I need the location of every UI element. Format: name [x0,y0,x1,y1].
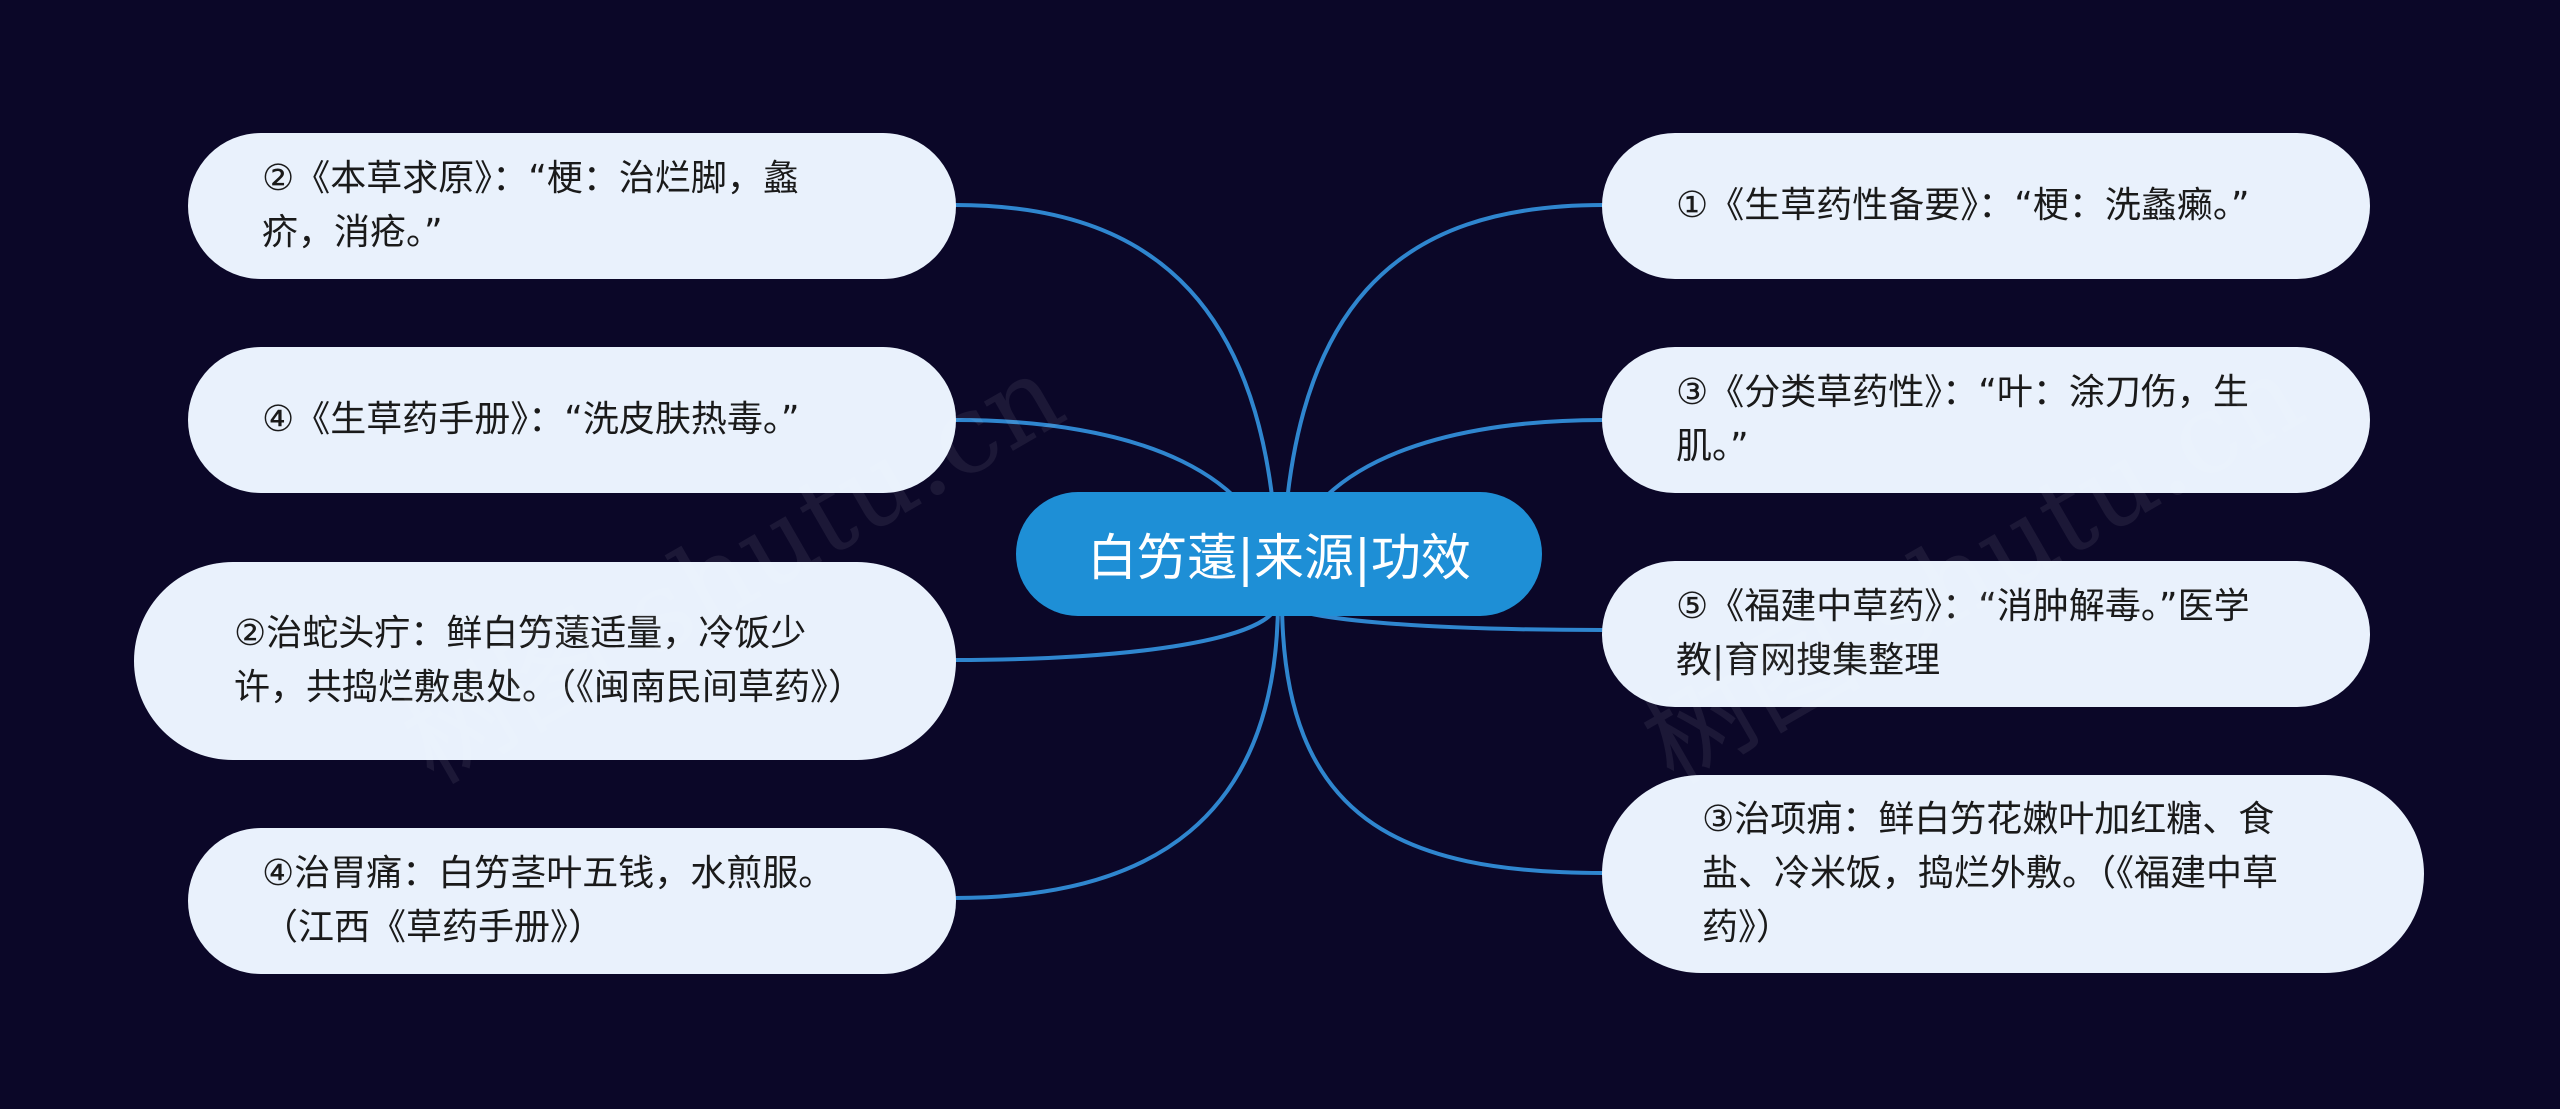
topic-node-left-1-text: ②《本草求原》：“梗：治烂脚，蠡疥，消疮。” [262,158,799,253]
topic-node-left-3[interactable]: ②治蛇头疔：鲜白竻薳适量，冷饭少许，共捣烂敷患处。（《闽南民间草药》） [134,562,956,760]
topic-node-right-4[interactable]: ③治项痈：鲜白竻花嫩叶加红糖、食盐、冷米饭，捣烂外敷。（《福建中草药》） [1602,775,2424,973]
topic-node-right-1-text: ①《生草药性备要》：“梗：洗蠡癞。” [1676,185,2250,226]
topic-node-left-3-text: ②治蛇头疔：鲜白竻薳适量，冷饭少许，共捣烂敷患处。（《闽南民间草药》） [234,613,865,708]
connector-right-1 [1280,203,1605,602]
central-topic[interactable]: 白竻薳|来源|功效 [1016,492,1542,616]
connector-left-1 [953,203,1280,602]
topic-node-right-1[interactable]: ①《生草药性备要》：“梗：洗蠡癞。” [1602,133,2370,279]
topic-node-left-1[interactable]: ②《本草求原》：“梗：治烂脚，蠡疥，消疮。” [188,133,956,279]
topic-node-left-2[interactable]: ④《生草药手册》：“洗皮肤热毒。” [188,347,956,493]
topic-node-right-2-text: ③《分类草药性》：“叶：涂刀伤，生肌。” [1676,372,2249,467]
topic-node-right-4-text: ③治项痈：鲜白竻花嫩叶加红糖、食盐、冷米饭，捣烂外敷。（《福建中草药》） [1702,799,2279,948]
topic-node-left-4[interactable]: ④治胃痛：白竻茎叶五钱，水煎服。（江西《草药手册》） [188,828,956,974]
connector-right-4 [1280,598,1605,875]
topic-node-right-3[interactable]: ⑤《福建中草药》：“消肿解毒。”医学教|育网搜集整理 [1602,561,2370,707]
topic-node-left-4-text: ④治胃痛：白竻茎叶五钱，水煎服。（江西《草药手册》） [262,853,835,948]
connector-left-4 [953,598,1280,900]
central-topic-label: 白竻薳|来源|功效 [1087,529,1471,587]
topic-node-left-2-text: ④《生草药手册》：“洗皮肤热毒。” [262,399,800,440]
topic-node-right-2[interactable]: ③《分类草药性》：“叶：涂刀伤，生肌。” [1602,347,2370,493]
topic-node-right-3-text: ⑤《福建中草药》：“消肿解毒。”医学教|育网搜集整理 [1676,586,2250,681]
